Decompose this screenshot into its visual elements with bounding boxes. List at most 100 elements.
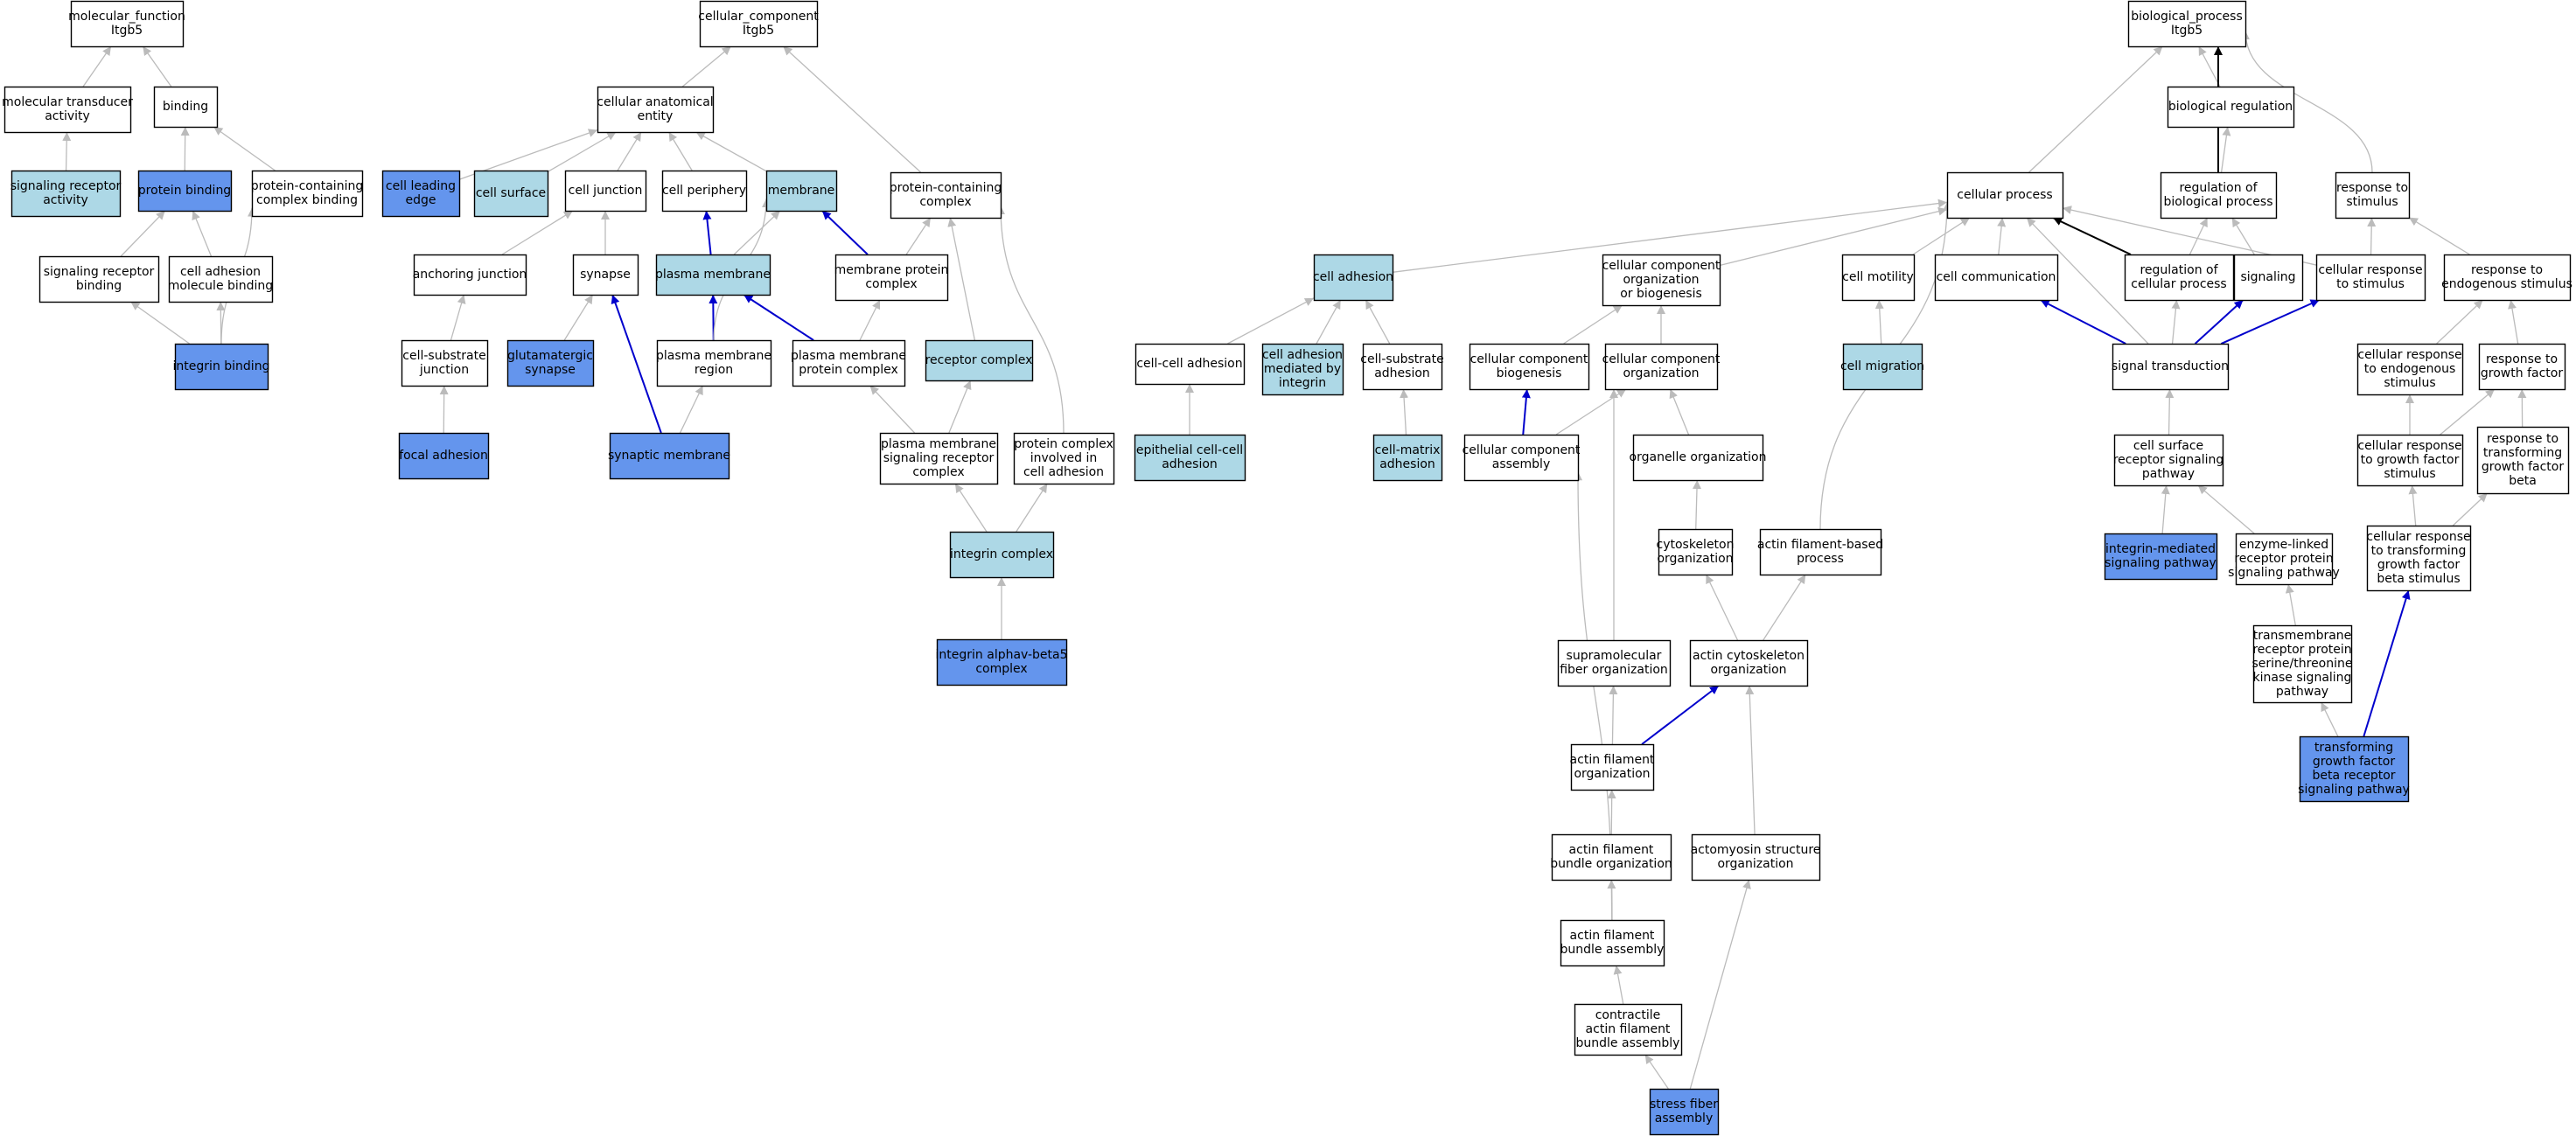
node-label-line: beta stimulus — [2377, 572, 2460, 586]
node-cperi[interactable]: cell periphery — [661, 170, 748, 213]
edge-srec_bind-to-prot_bind — [120, 210, 166, 257]
edge-pmsrc-to-pmpc — [869, 385, 916, 434]
node-sigtr[interactable]: signal transduction — [2112, 343, 2230, 391]
node-label-line: molecular_function — [68, 10, 185, 24]
node-csurf[interactable]: cell surface — [473, 170, 549, 218]
node-box — [2235, 533, 2334, 586]
node-cproc[interactable]: cellular process — [1946, 171, 2064, 220]
node-cmig[interactable]: cell migration — [1840, 343, 1924, 391]
node-sig[interactable]: signaling — [2233, 254, 2304, 302]
node-label-line: contractile — [1595, 1008, 1661, 1022]
node-cadh[interactable]: cell adhesion — [1313, 254, 1394, 302]
node-cjunc[interactable]: cell junction — [564, 170, 647, 213]
node-label-line: actomyosin structure — [1691, 843, 1821, 857]
node-label-line: cellular response — [2357, 348, 2461, 362]
node-rcpx[interactable]: receptor complex — [925, 339, 1034, 382]
node-orgo[interactable]: organelle organization — [1630, 434, 1767, 482]
node-cmot[interactable]: cell motility — [1841, 254, 1916, 302]
node-label-line: bundle assembly — [1560, 943, 1665, 957]
node-label-line: plasma membrane — [656, 349, 771, 363]
node-label-line: signaling — [2240, 270, 2295, 284]
node-box — [70, 0, 185, 48]
node-int_bind[interactable]: integrin binding — [173, 343, 270, 391]
node-ccomm[interactable]: cell communication — [1934, 254, 2059, 302]
node-label-line: fiber organization — [1560, 663, 1668, 677]
edge-synm-to-pmr — [679, 385, 704, 434]
node-prot_bind[interactable]: protein binding — [138, 170, 233, 213]
node-label-line: signaling receptor — [44, 265, 155, 279]
node-breg[interactable]: biological regulation — [2167, 86, 2295, 129]
node-box — [936, 638, 1068, 686]
edge-cami-to-cadh — [1316, 299, 1342, 345]
node-label-line: activity — [43, 193, 88, 207]
node-label-line: biological_process — [2131, 10, 2243, 24]
node-label-line: supramolecular — [1567, 649, 1662, 663]
node-binding[interactable]: binding — [153, 86, 219, 129]
node-intcx[interactable]: integrin complex — [949, 531, 1055, 579]
node-box — [2160, 171, 2278, 220]
node-synapse[interactable]: synapse — [572, 254, 639, 296]
node-synm[interactable]: synaptic membrane — [608, 432, 730, 480]
node-box — [2335, 171, 2411, 220]
node-anch[interactable]: anchoring junction — [413, 254, 527, 296]
node-pmem[interactable]: plasma membrane — [655, 254, 771, 296]
node-box — [1934, 254, 2059, 302]
node-memb[interactable]: membrane — [765, 170, 838, 213]
node-cca[interactable]: cell-cell adhesion — [1134, 343, 1246, 386]
node-label-line: protein-containing — [251, 179, 363, 193]
node-fadh[interactable]: focal adhesion — [398, 432, 490, 480]
